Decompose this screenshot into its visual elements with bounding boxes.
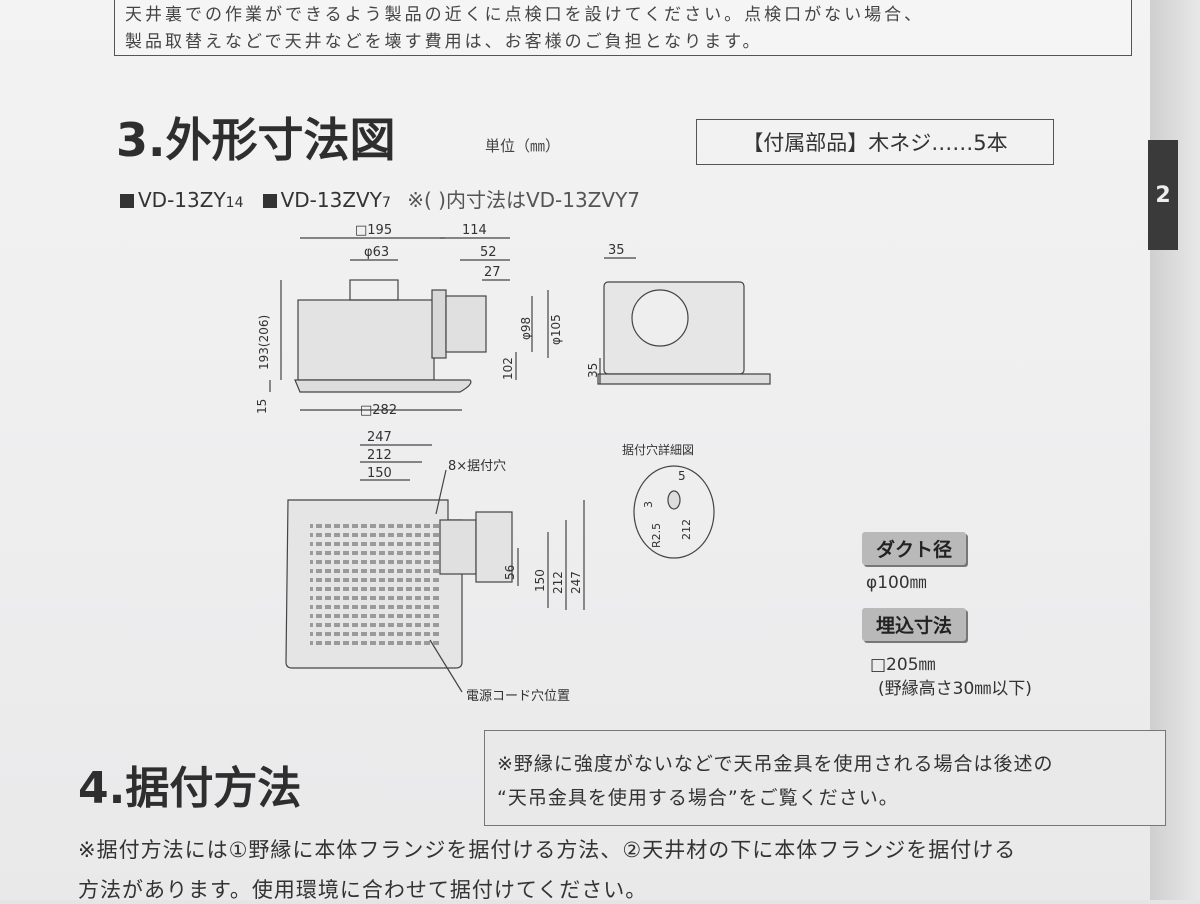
model-1-suffix: 14	[225, 195, 244, 211]
detail-dim-5: 5	[678, 469, 686, 483]
accessories-box: 【付属部品】木ネジ……5本	[696, 119, 1054, 165]
embed-size-value: □205㎜	[870, 655, 936, 675]
dim-15: 15	[255, 399, 269, 414]
dim-v56: 56	[503, 565, 517, 580]
warning-line-1: 天井裏での作業ができるよう製品の近くに点検口を設けてください。点検口がない場合、	[125, 5, 925, 25]
square-bullet-icon	[120, 194, 134, 208]
dim-195: □195	[355, 223, 392, 238]
hanger-note-line-1: ※野縁に強度がないなどで天吊金具を使用される場合は後述の	[497, 753, 1054, 775]
model-note: ※( )内寸法はVD-13ZVY7	[407, 188, 641, 212]
hanger-note-line-2: “天吊金具を使用する場合”をご覧ください。	[497, 787, 899, 809]
unit-label: 単位（㎜）	[485, 137, 561, 155]
dim-193: 193(206)	[257, 315, 271, 370]
install-method-line-2: 方法があります。使用環境に合わせて据付けてください。	[78, 878, 648, 902]
duct-connector	[445, 295, 487, 353]
model-2-suffix: 7	[381, 195, 391, 211]
model-2: VD-13ZVY	[280, 188, 382, 212]
flange-outline	[294, 379, 472, 393]
dim-side-35-top: 35	[608, 243, 625, 258]
model-1: VD-13ZY	[138, 188, 226, 212]
section-4-title: 4.据付方法	[78, 763, 302, 814]
detail-hole-outline	[633, 465, 715, 559]
dim-27: 27	[484, 265, 501, 280]
detail-dim-212: 212	[680, 519, 693, 540]
model-line: VD-13ZY14 VD-13ZVY7 ※( )内寸法はVD-13ZVY7	[120, 184, 640, 213]
dim-v247: 247	[569, 571, 583, 594]
duct-diameter-value: φ100㎜	[866, 573, 927, 593]
install-method-line-1: ※据付方法には①野縁に本体フランジを据付ける方法、②天井材の下に本体フランジを据…	[78, 838, 1017, 862]
dim-b247: 247	[367, 430, 392, 445]
dim-114: 114	[462, 223, 487, 238]
dim-52: 52	[480, 245, 497, 260]
embed-size-label: 埋込寸法	[862, 608, 967, 641]
warning-box: 天井裏での作業ができるよう製品の近くに点検口を設けてください。点検口がない場合、…	[114, 0, 1132, 56]
mounting-holes-label: 8×据付穴	[448, 459, 506, 474]
dim-102: 102	[501, 357, 515, 380]
fan-circle	[631, 289, 689, 347]
duct-diameter-label: ダクト径	[862, 532, 967, 565]
square-bullet-icon	[262, 194, 277, 208]
hanger-note-box: ※野縁に強度がないなどで天吊金具を使用される場合は後述の “天吊金具を使用する場…	[484, 730, 1166, 826]
dim-v150: 150	[533, 569, 547, 592]
top-collar	[349, 279, 399, 301]
section-3-title: 3.外形寸法図	[116, 113, 396, 167]
embed-size-note: (野縁高さ30㎜以下)	[878, 679, 1032, 699]
chapter-tab: 2	[1148, 140, 1178, 250]
dim-282: □282	[360, 403, 397, 418]
detail-dim-r: R2.5	[650, 523, 663, 548]
dim-side-35-bottom: 35	[586, 363, 600, 378]
dim-63: φ63	[364, 245, 389, 260]
warning-line-2: 製品取替えなどで天井などを壊す費用は、お客様のご負担となります。	[125, 32, 763, 52]
power-cord-hole-label: 電源コード穴位置	[466, 689, 570, 704]
detail-title: 据付穴詳細図	[622, 442, 694, 457]
detail-dim-3: 3	[642, 501, 655, 508]
dim-98: φ98	[519, 317, 533, 340]
dim-b150: 150	[367, 466, 392, 481]
dim-v212: 212	[551, 571, 565, 594]
dim-105: φ105	[549, 314, 563, 345]
dim-b212: 212	[367, 448, 392, 463]
body-outline	[297, 299, 435, 381]
